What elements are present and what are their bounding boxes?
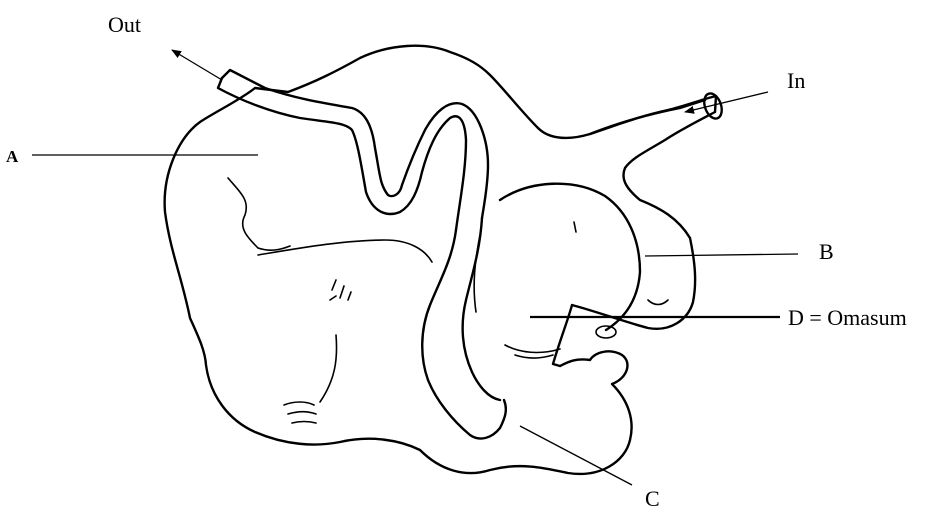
rumen-divider: [320, 335, 337, 402]
outlet-tube: [222, 70, 488, 218]
texture-marks: [284, 222, 668, 423]
rumen-fold: [228, 178, 290, 250]
connecting-tube-inner: [463, 218, 500, 400]
label-out: Out: [108, 14, 141, 36]
label-a: A: [6, 148, 18, 165]
outlet-tube-inner: [218, 78, 466, 230]
connecting-tube: [422, 230, 506, 439]
label-in: In: [787, 70, 805, 92]
out-arrow: [172, 50, 222, 80]
rumen-lower-fold: [258, 240, 432, 262]
label-b: B: [819, 241, 834, 263]
label-d-omasum: D = Omasum: [788, 307, 907, 329]
leader-line-c: [520, 426, 632, 485]
label-c: C: [645, 488, 660, 510]
reticulum-opening: [596, 326, 616, 338]
leader-line-b: [645, 254, 798, 256]
